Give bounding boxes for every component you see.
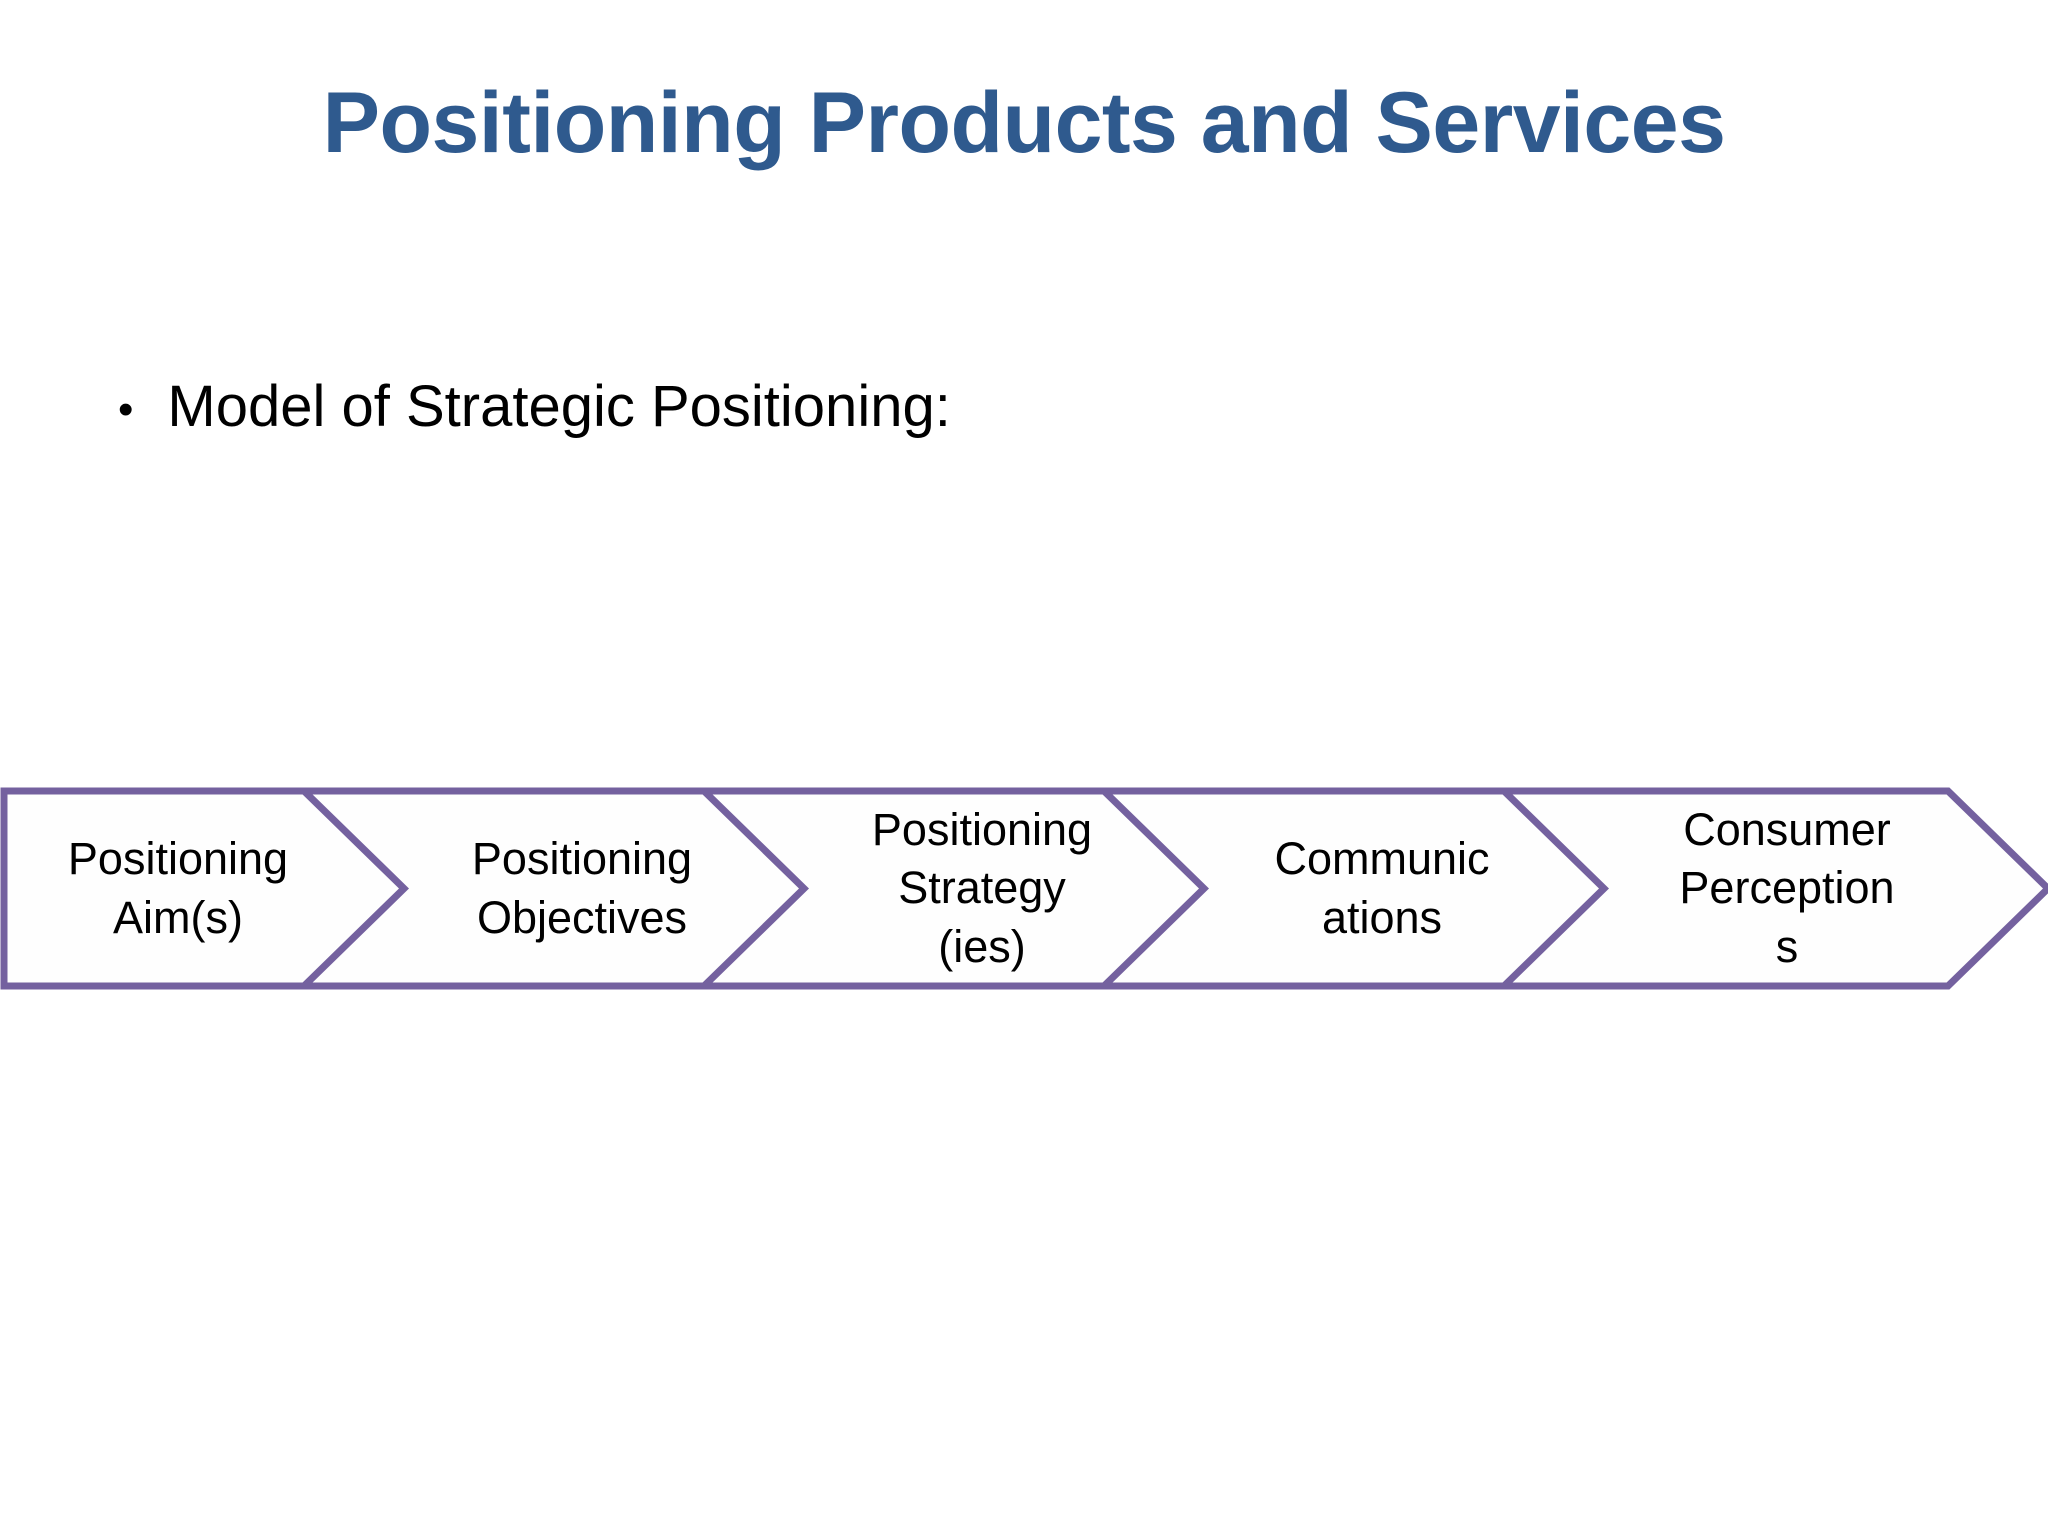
chevron-step-5-label: Consumer Perception s [1632,787,1942,990]
chevron-step-3-label: Positioning Strategy (ies) [832,787,1132,990]
chevron-step-5 [1495,787,2048,990]
list-item: • Model of Strategic Positioning: [118,372,1818,442]
chevron-step-3-line-1: Positioning [871,803,1093,855]
chevron-step-1-line-1: Positioning [67,833,289,884]
chevron-step-1-label: Positioning Aim(s) [28,787,328,990]
chevron-step-1-line-2: Aim(s) [113,891,243,943]
chevron-step-2-line-2: Objectives [476,891,688,943]
page-title: Positioning Products and Services [322,75,1726,171]
chevron-step-4-line-2: ations [1321,891,1443,943]
body-bullet-list: • Model of Strategic Positioning: [118,372,1818,442]
chevron-step-3-line-2: Strategy [898,862,1066,914]
chevron-step-3-line-3: (ies) [938,920,1026,972]
process-diagram: Positioning Aim(s) Positioning Objective… [0,787,2048,990]
bullet-item-label: Model of Strategic Positioning: [167,374,951,439]
chevron-step-2-line-1: Positioning [471,833,693,884]
chevron-step-4-label: Communic ations [1232,787,1532,990]
chevron-step-5-line-1: Consumer [1683,803,1891,855]
process-diagram-shapes [0,787,2048,990]
chevron-step-5-line-3: s [1775,920,1799,972]
bullet-point-icon: • [118,385,134,434]
chevron-step-4-line-1: Communic [1274,833,1490,884]
chevron-step-5-line-2: Perception [1679,862,1895,914]
chevron-step-2-label: Positioning Objectives [432,787,732,990]
process-diagram-labels: Positioning Aim(s) Positioning Objective… [0,787,2048,990]
